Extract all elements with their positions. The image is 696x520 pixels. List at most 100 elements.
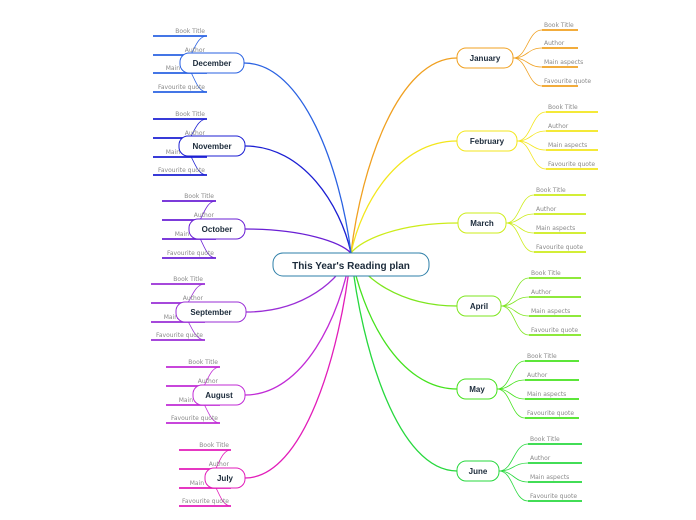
sub-branch-march: [505, 213, 535, 224]
sub-branch-april: [500, 305, 530, 317]
central-topic[interactable]: This Year's Reading plan: [272, 252, 430, 277]
leaf-favourite-quote[interactable]: Favourite quote: [167, 250, 214, 257]
month-node-november[interactable]: November: [178, 135, 246, 157]
sub-branch-february: [516, 140, 547, 170]
leaf-book-title[interactable]: Book Title: [531, 270, 561, 277]
month-node-box: [192, 384, 246, 406]
leaf-book-title[interactable]: Book Title: [184, 193, 214, 200]
branch-october: [244, 228, 352, 254]
sub-branch-june: [498, 443, 529, 472]
leaf-favourite-quote[interactable]: Favourite quote: [182, 498, 229, 505]
leaf-favourite-quote[interactable]: Favourite quote: [531, 327, 578, 334]
leaf-author[interactable]: Author: [209, 461, 230, 468]
month-node-january[interactable]: January: [456, 47, 514, 69]
sub-branch-january: [512, 29, 543, 59]
leaf-author[interactable]: Author: [185, 47, 206, 54]
sub-branch-march: [505, 194, 535, 224]
leaf-book-title[interactable]: Book Title: [536, 187, 566, 194]
branch-december: [243, 62, 352, 254]
month-node-december[interactable]: December: [179, 52, 245, 74]
month-node-march[interactable]: March: [457, 212, 507, 234]
leaf-author[interactable]: Author: [536, 206, 557, 213]
sub-branch-january: [512, 47, 543, 59]
leaf-favourite-quote[interactable]: Favourite quote: [158, 84, 205, 91]
branch-february: [350, 140, 458, 254]
sub-branch-april: [500, 277, 530, 307]
leaf-book-title[interactable]: Book Title: [530, 436, 560, 443]
month-node-box: [456, 47, 514, 69]
month-node-label: July: [217, 474, 234, 483]
leaf-author[interactable]: Author: [198, 378, 219, 385]
sub-branch-may: [496, 360, 526, 390]
leaf-main-aspects[interactable]: Main aspects: [548, 142, 587, 149]
leaf-favourite-quote[interactable]: Favourite quote: [530, 493, 577, 500]
central-topic-box: [272, 252, 430, 277]
month-node-box: [188, 218, 246, 240]
leaf-favourite-quote[interactable]: Favourite quote: [536, 244, 583, 251]
branch-june: [350, 252, 458, 472]
branch-march: [350, 222, 459, 254]
leaf-book-title[interactable]: Book Title: [548, 104, 578, 111]
leaf-author[interactable]: Author: [194, 212, 215, 219]
month-node-label: April: [470, 302, 488, 311]
leaf-favourite-quote[interactable]: Favourite quote: [171, 415, 218, 422]
leaf-main-aspects[interactable]: Main aspects: [530, 474, 569, 481]
leaf-author[interactable]: Author: [185, 130, 206, 137]
month-node-box: [456, 460, 500, 482]
sub-branch-may: [496, 379, 526, 390]
month-node-may[interactable]: May: [456, 378, 498, 400]
sub-branch-may: [496, 388, 526, 400]
month-node-box: [456, 130, 518, 152]
leaf-favourite-quote[interactable]: Favourite quote: [156, 332, 203, 339]
leaf-book-title[interactable]: Book Title: [527, 353, 557, 360]
month-node-label: November: [192, 142, 231, 151]
month-node-august[interactable]: August: [192, 384, 246, 406]
leaf-book-title[interactable]: Book Title: [173, 276, 203, 283]
month-node-june[interactable]: June: [456, 460, 500, 482]
leaf-author[interactable]: Author: [544, 40, 565, 47]
leaf-book-title[interactable]: Book Title: [199, 442, 229, 449]
leaf-author[interactable]: Author: [527, 372, 548, 379]
month-node-box: [457, 212, 507, 234]
month-node-april[interactable]: April: [456, 295, 502, 317]
leaf-main-aspects[interactable]: Main aspects: [531, 308, 570, 315]
month-node-july[interactable]: July: [204, 467, 246, 489]
sub-branch-april: [500, 305, 530, 336]
leaf-author[interactable]: Author: [531, 289, 552, 296]
sub-branch-june: [498, 470, 529, 483]
sub-branch-february: [516, 111, 547, 142]
leaf-main-aspects[interactable]: Main aspects: [527, 391, 566, 398]
sub-branch-march: [505, 222, 535, 234]
month-node-box: [456, 378, 498, 400]
leaf-main-aspects[interactable]: Main aspects: [536, 225, 575, 232]
month-node-label: January: [470, 54, 501, 63]
month-node-label: August: [205, 391, 233, 400]
leaf-author[interactable]: Author: [530, 455, 551, 462]
sub-branch-january: [512, 57, 543, 87]
branch-august: [244, 252, 352, 396]
leaf-author[interactable]: Author: [183, 295, 204, 302]
month-node-february[interactable]: February: [456, 130, 518, 152]
leaf-favourite-quote[interactable]: Favourite quote: [548, 161, 595, 168]
leaf-author[interactable]: Author: [548, 123, 569, 130]
month-node-label: February: [470, 137, 505, 146]
sub-branch-may: [496, 388, 526, 419]
leaf-book-title[interactable]: Book Title: [544, 22, 574, 29]
leaf-favourite-quote[interactable]: Favourite quote: [544, 78, 591, 85]
leaf-favourite-quote[interactable]: Favourite quote: [158, 167, 205, 174]
month-node-october[interactable]: October: [188, 218, 246, 240]
branch-july: [244, 252, 352, 479]
month-node-september[interactable]: September: [175, 301, 247, 323]
leaf-main-aspects[interactable]: Main aspects: [544, 59, 583, 66]
month-node-box: [204, 467, 246, 489]
leaf-book-title[interactable]: Book Title: [175, 111, 205, 118]
leaf-favourite-quote[interactable]: Favourite quote: [527, 410, 574, 417]
month-node-label: June: [469, 467, 488, 476]
month-node-label: March: [470, 219, 494, 228]
month-node-box: [175, 301, 247, 323]
month-node-box: [178, 135, 246, 157]
sub-branch-february: [516, 130, 547, 142]
leaf-book-title[interactable]: Book Title: [188, 359, 218, 366]
leaf-book-title[interactable]: Book Title: [175, 28, 205, 35]
